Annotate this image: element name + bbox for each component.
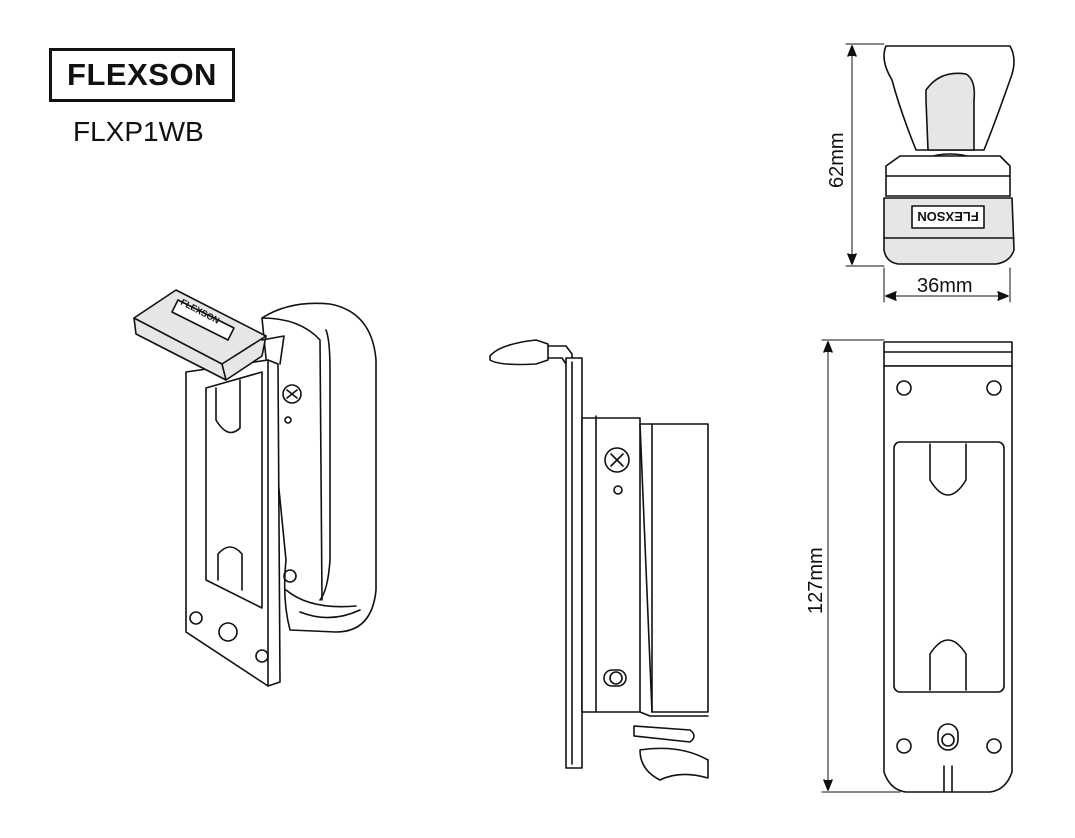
top-view: FLEXSON: [845, 43, 1015, 303]
model-number: FLXP1WB: [73, 116, 204, 147]
side-view: [489, 339, 709, 781]
dim-height-top: 62mm: [826, 132, 848, 188]
dim-height-front: 127mm: [805, 547, 827, 614]
brand-logo: FLEXSON: [49, 48, 235, 102]
brand-logo-text: FLEXSON: [67, 57, 217, 92]
front-view: [821, 339, 1013, 793]
dim-width-top: 36mm: [917, 275, 973, 297]
top-view-logo-text: FLEXSON: [917, 209, 978, 224]
perspective-view: FLEXSON: [133, 289, 377, 687]
